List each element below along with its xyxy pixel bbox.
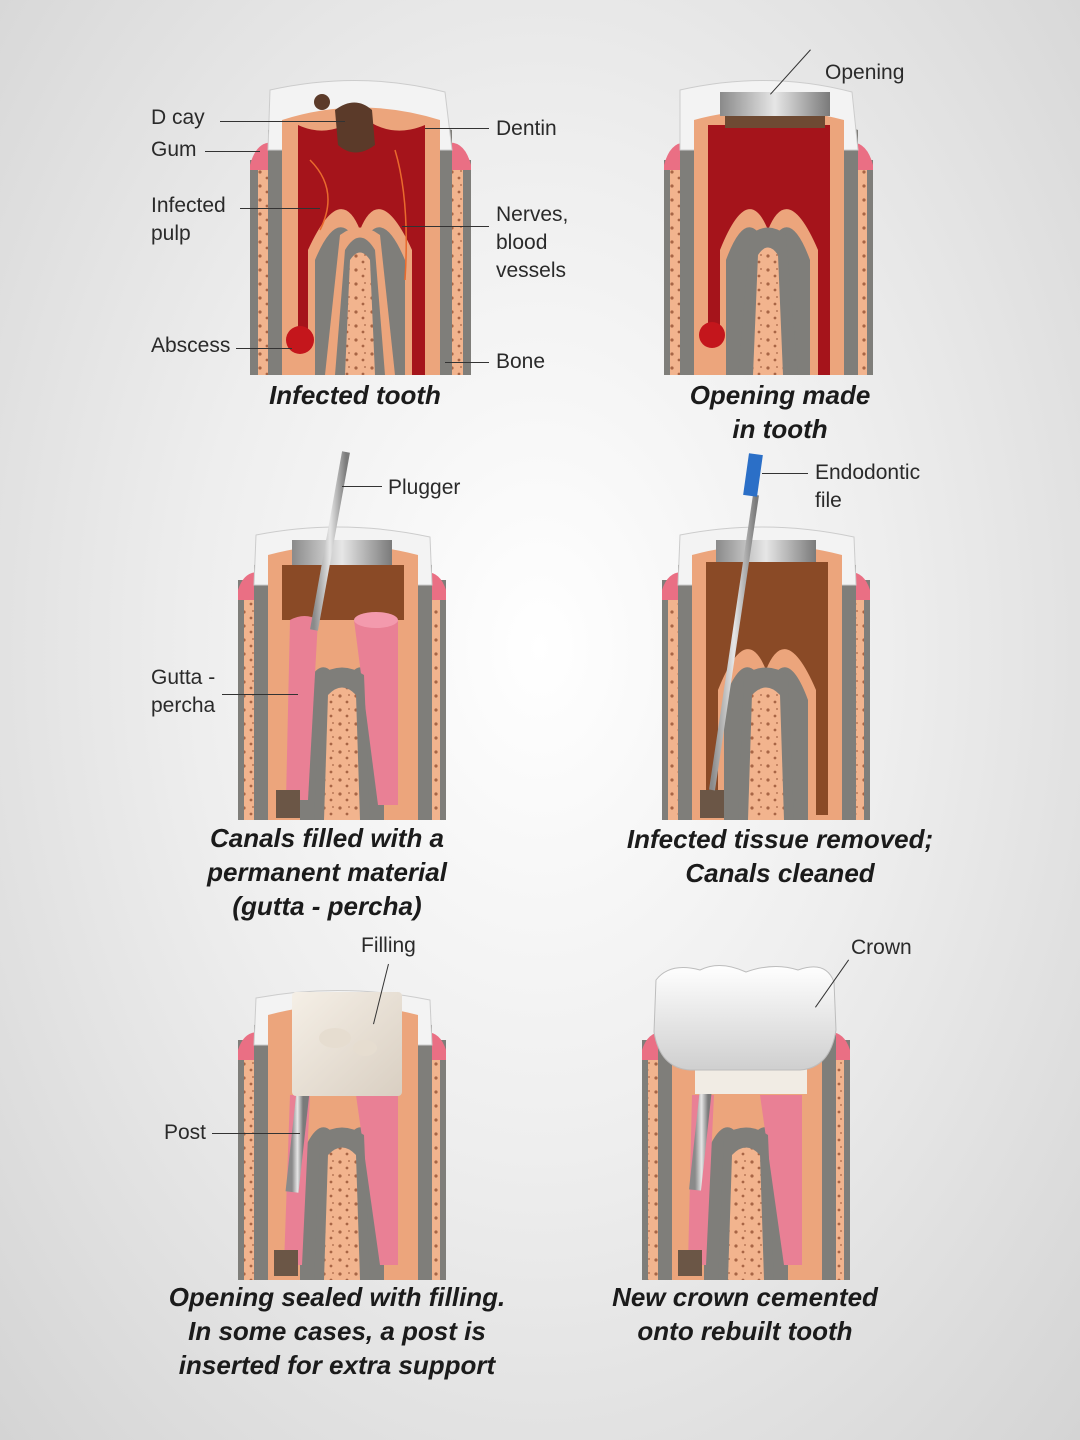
panel-sealed-filling: Filling Post Opening sealed with filling… (0, 920, 540, 1380)
caption-line: in tooth (732, 414, 828, 444)
leader-dentin (425, 128, 489, 129)
post (285, 1091, 310, 1193)
leader-bone (445, 362, 489, 363)
endodontic-file-shaft (709, 494, 759, 791)
caption-opening-made: Opening made in tooth (560, 378, 1000, 446)
sealed-tooth-illustration (238, 990, 446, 1280)
label-gutta-1: Gutta - (151, 666, 216, 689)
leader-abscess (236, 348, 292, 349)
label-post: Post (164, 1121, 207, 1144)
filled-tooth-illustration (238, 451, 446, 820)
label-nerves-3: vessels (496, 259, 567, 282)
leader-file (762, 473, 808, 474)
caption-new-crown: New crown cemented onto rebuilt tooth (515, 1280, 975, 1348)
label-opening: Opening (825, 61, 905, 84)
panel-opening-made: Opening Opening made in tooth (540, 0, 1080, 460)
panel-infected-tooth: D cay Gum Infected pulp Abscess Dentin N… (0, 0, 568, 460)
leader-post (212, 1133, 300, 1134)
label-decay: D cay (151, 106, 205, 129)
caption-line: onto rebuilt tooth (637, 1316, 853, 1346)
leader-infected-pulp (240, 208, 320, 209)
label-nerves-1: Nerves, (496, 203, 569, 226)
label-file-2: file (815, 489, 842, 512)
caption-line: Canals cleaned (685, 858, 875, 888)
caption-line: In some cases, a post is (188, 1316, 486, 1346)
caption-line: Infected tooth (269, 380, 441, 410)
label-nerves-2: blood (496, 231, 548, 254)
panel-canals-cleaned: Endodontic file Infected tissue removed;… (540, 440, 1080, 900)
leader-nerves (402, 226, 489, 227)
caption-canals-filled: Canals filled with a permanent material … (97, 821, 557, 923)
label-infected-pulp-1: Infected (151, 194, 226, 217)
leader-gum (205, 151, 260, 152)
crown (653, 965, 837, 1071)
label-infected-pulp-2: pulp (151, 222, 191, 245)
label-dentin: Dentin (496, 117, 557, 140)
label-gutta-2: percha (151, 694, 216, 717)
endodontic-file-handle (743, 453, 763, 497)
label-filling: Filling (361, 934, 416, 957)
label-file-1: Endodontic (815, 461, 921, 484)
panel-canals-filled: Plugger Gutta - percha Canals filled wit… (0, 440, 540, 921)
caption-line: Infected tissue removed; (626, 824, 934, 854)
leader-decay (220, 121, 345, 122)
leader-plugger (342, 486, 382, 487)
decay (335, 102, 375, 153)
plugger-instrument (310, 451, 350, 631)
opening-tooth-illustration (664, 80, 873, 375)
abscess (286, 326, 314, 354)
caption-sealed-filling: Opening sealed with filling. In some cas… (107, 1280, 567, 1382)
label-bone: Bone (496, 350, 546, 373)
caption-line: New crown cemented (612, 1282, 878, 1312)
caption-line: Opening sealed with filling. (168, 1282, 506, 1312)
caption-line: Opening made (689, 380, 871, 410)
caption-line: (gutta - percha) (232, 891, 422, 921)
opening-cap (720, 92, 830, 116)
pulp (298, 115, 425, 375)
caption-line: inserted for extra support (178, 1350, 496, 1380)
label-gum: Gum (151, 138, 197, 161)
label-plugger: Plugger (388, 476, 461, 499)
gutta-percha-canal (286, 616, 318, 800)
crown-tooth-illustration (642, 965, 850, 1280)
panel-new-crown: Crown New crown cemented onto rebuilt to… (540, 920, 1080, 1380)
cleaned-tooth-illustration (662, 453, 870, 820)
label-crown: Crown (851, 936, 912, 959)
caption-line: Canals filled with a (209, 823, 445, 853)
infected-tooth-illustration (250, 80, 471, 375)
caption-line: permanent material (207, 857, 447, 887)
label-abscess: Abscess (151, 334, 231, 357)
caption-canals-cleaned: Infected tissue removed; Canals cleaned (550, 822, 1010, 890)
leader-gutta (222, 694, 298, 695)
caption-infected-tooth: Infected tooth (155, 378, 555, 412)
